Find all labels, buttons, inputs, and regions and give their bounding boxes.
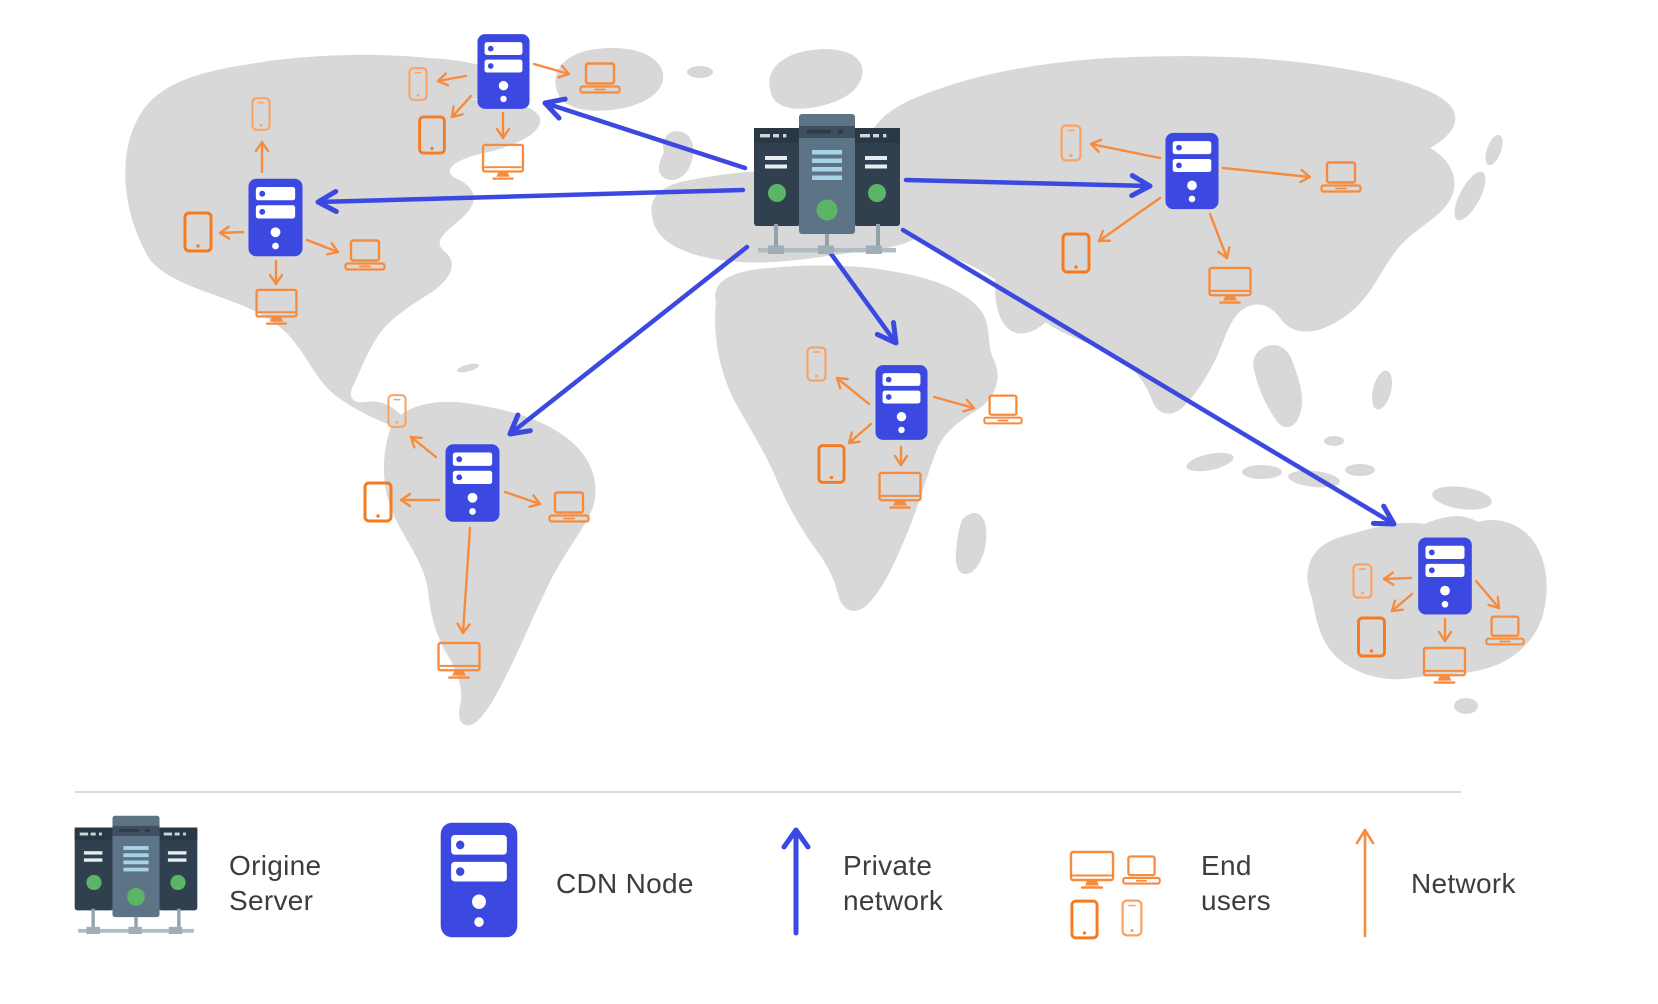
island-madagascar [955,513,987,574]
cdn-node-icon-west-america [248,178,303,257]
island-tasmania [1454,698,1478,714]
legend-cdn-node-icon [440,822,518,938]
island [1345,464,1375,476]
cdn-node-icon-ne-america [477,34,530,109]
private-link-west-america [315,187,746,214]
private-link-asia [903,173,1153,199]
legend-end-users-icons [1064,846,1170,942]
island-iceland [687,66,713,78]
legend-private-network-label: Private network [843,850,944,916]
legend-divider [75,791,1461,793]
continent-asia [865,56,1456,414]
private-link-australia [900,227,1397,527]
laptop-icon [983,394,1023,425]
legend-origin-server-icon [73,814,199,934]
origin-server-icon [754,114,900,254]
laptop-icon [1122,855,1161,885]
monitor-icon [1069,850,1115,889]
island-japan-north [1485,134,1503,166]
region-scandinavia [769,49,863,109]
island-new-guinea [1432,486,1492,510]
legend-end-users-label: End users [1201,850,1271,916]
legend-network-label: Network [1411,868,1516,899]
private-link-south-america [507,244,750,437]
end-user-links [218,62,1501,643]
island-japan [1454,171,1486,221]
island-greenland [555,48,664,111]
legend-network-arrow [1350,825,1380,939]
private-link-ne-america [542,96,748,171]
tablet-icon [1070,899,1099,940]
cdn-node-icon-africa [875,365,928,440]
legend-cdn-node-label: CDN Node [556,868,694,899]
cdn-node-icon-asia [1165,132,1219,210]
cdn-node-icon-australia [1418,537,1472,615]
cdn-node-icon-south-america [445,444,500,522]
island-uk [658,131,694,181]
world-map-canvas [125,34,1547,726]
private-link-africa [826,248,899,346]
island [1324,436,1344,446]
region-southeast-asia [1253,345,1303,428]
private-network-links [315,96,1397,527]
phone-icon [1121,899,1143,937]
island [1186,452,1234,472]
island-caribbean [457,363,479,373]
legend-origin-server-label: Origine Server [229,850,322,916]
legend-private-network-arrow [776,823,816,937]
island [1242,465,1282,479]
continent-north-america [125,54,541,426]
continent-south-america [383,401,596,726]
island-philippines [1372,370,1392,410]
